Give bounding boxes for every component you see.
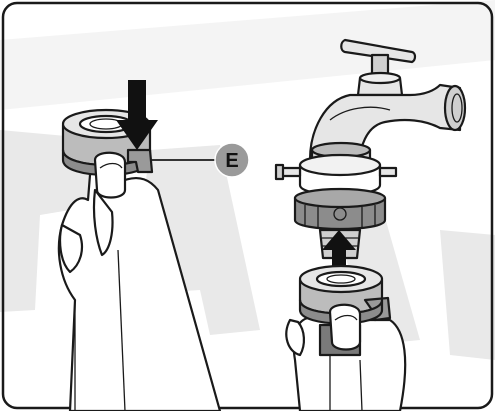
screw-right-icon: [380, 168, 396, 176]
callout-label: E: [225, 150, 238, 172]
screw-left-icon: [276, 165, 300, 179]
